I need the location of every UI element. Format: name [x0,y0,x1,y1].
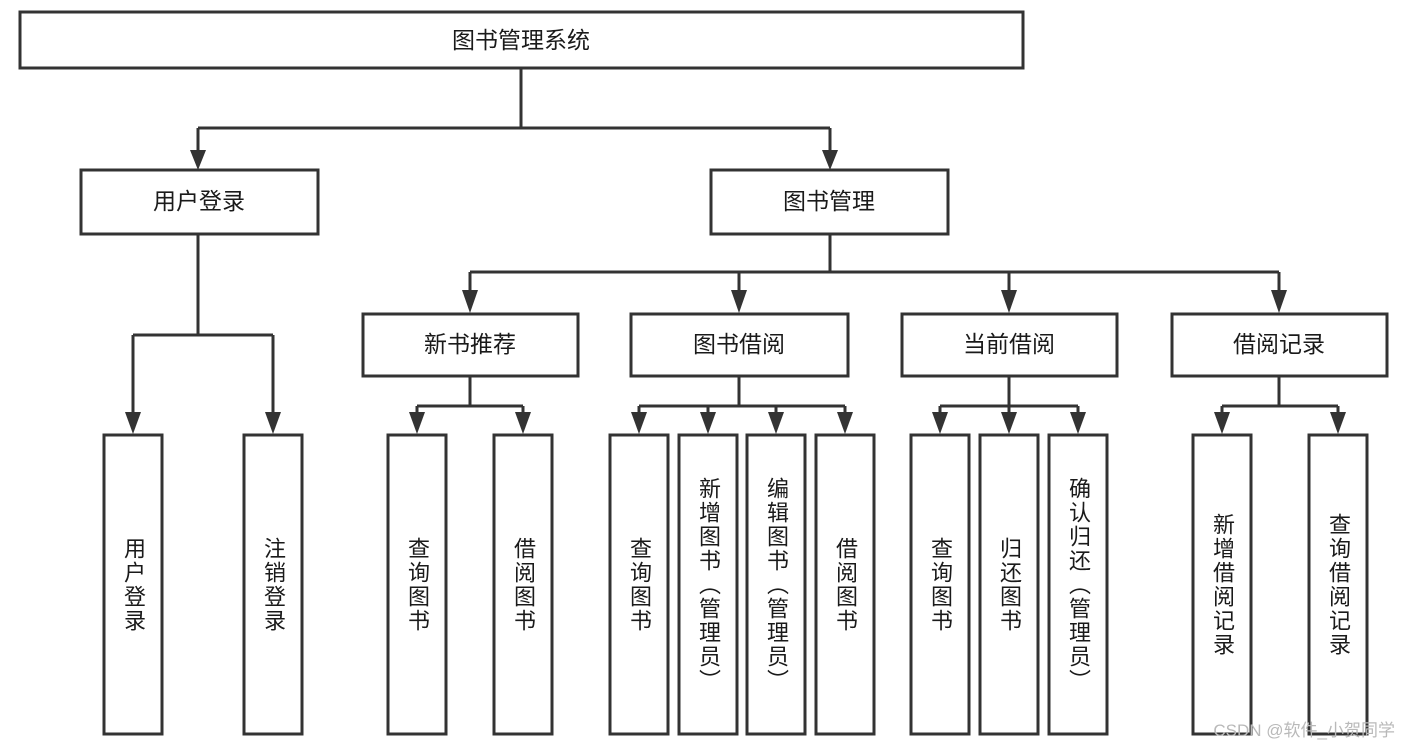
node-borrow-record[interactable] [1170,312,1389,378]
arrow-head-current-borrow [1001,290,1017,313]
node-leaf-user-login[interactable] [102,433,164,736]
node-leaf-query-book-3[interactable] [909,433,971,736]
node-leaf-borrow-book-1[interactable] [492,433,554,736]
node-leaf-query-book-2[interactable] [608,433,670,736]
arrow-head-leaf-query-borrow-record [1330,412,1346,434]
arrow-head-leaf-logout-login [265,412,281,434]
connector-layer [125,68,1346,434]
node-book-borrow-label: 图书借阅 [693,331,785,357]
arrow-head-leaf-confirm-return [1070,412,1086,434]
arrow-head-leaf-return-book [1001,412,1017,434]
arrow-head-new-book-recommend [462,290,478,313]
arrow-head-book-manage [822,150,838,170]
node-leaf-add-borrow-record[interactable] [1191,433,1253,736]
arrow-head-borrow-record [1271,290,1287,313]
node-layer: 图书管理系统 用户登录 图书管理 新书推荐 图书借阅 当前借阅 借阅记录 [18,10,1389,736]
arrow-head-leaf-query-book-2 [631,412,647,434]
node-new-book-recommend-label: 新书推荐 [424,331,516,357]
watermark-text: CSDN @软件_小贺同学 [1213,721,1395,740]
node-leaf-confirm-return[interactable] [1047,433,1109,736]
node-user-login-label: 用户登录 [153,188,245,214]
node-book-manage-label: 图书管理 [783,188,875,214]
arrow-head-leaf-query-book-3 [932,412,948,434]
arrow-head-book-borrow [731,290,747,313]
arrow-head-leaf-add-book [700,412,716,434]
arrow-head-leaf-borrow-book-2 [837,412,853,434]
node-book-manage[interactable] [709,168,950,236]
node-current-borrow-label: 当前借阅 [963,331,1055,357]
node-leaf-edit-book[interactable] [745,433,807,736]
node-root-label: 图书管理系统 [452,27,590,53]
node-user-login[interactable] [79,168,320,236]
arrow-head-leaf-add-borrow-record [1214,412,1230,434]
arrow-head-leaf-edit-book [768,412,784,434]
arrow-head-user-login [190,150,206,170]
node-leaf-query-borrow-record[interactable] [1307,433,1369,736]
node-leaf-borrow-book-2[interactable] [814,433,876,736]
node-current-borrow[interactable] [900,312,1119,378]
arrow-head-leaf-user-login [125,412,141,434]
arrow-head-leaf-query-book-1 [409,412,425,434]
arrow-head-leaf-borrow-book-1 [515,412,531,434]
node-leaf-add-book[interactable] [677,433,739,736]
node-book-borrow[interactable] [629,312,850,378]
node-root[interactable] [18,10,1025,70]
node-new-book-recommend[interactable] [361,312,580,378]
node-leaf-return-book[interactable] [978,433,1040,736]
node-leaf-query-book-1[interactable] [386,433,448,736]
node-borrow-record-label: 借阅记录 [1233,331,1325,357]
node-leaf-logout-login[interactable] [242,433,304,736]
